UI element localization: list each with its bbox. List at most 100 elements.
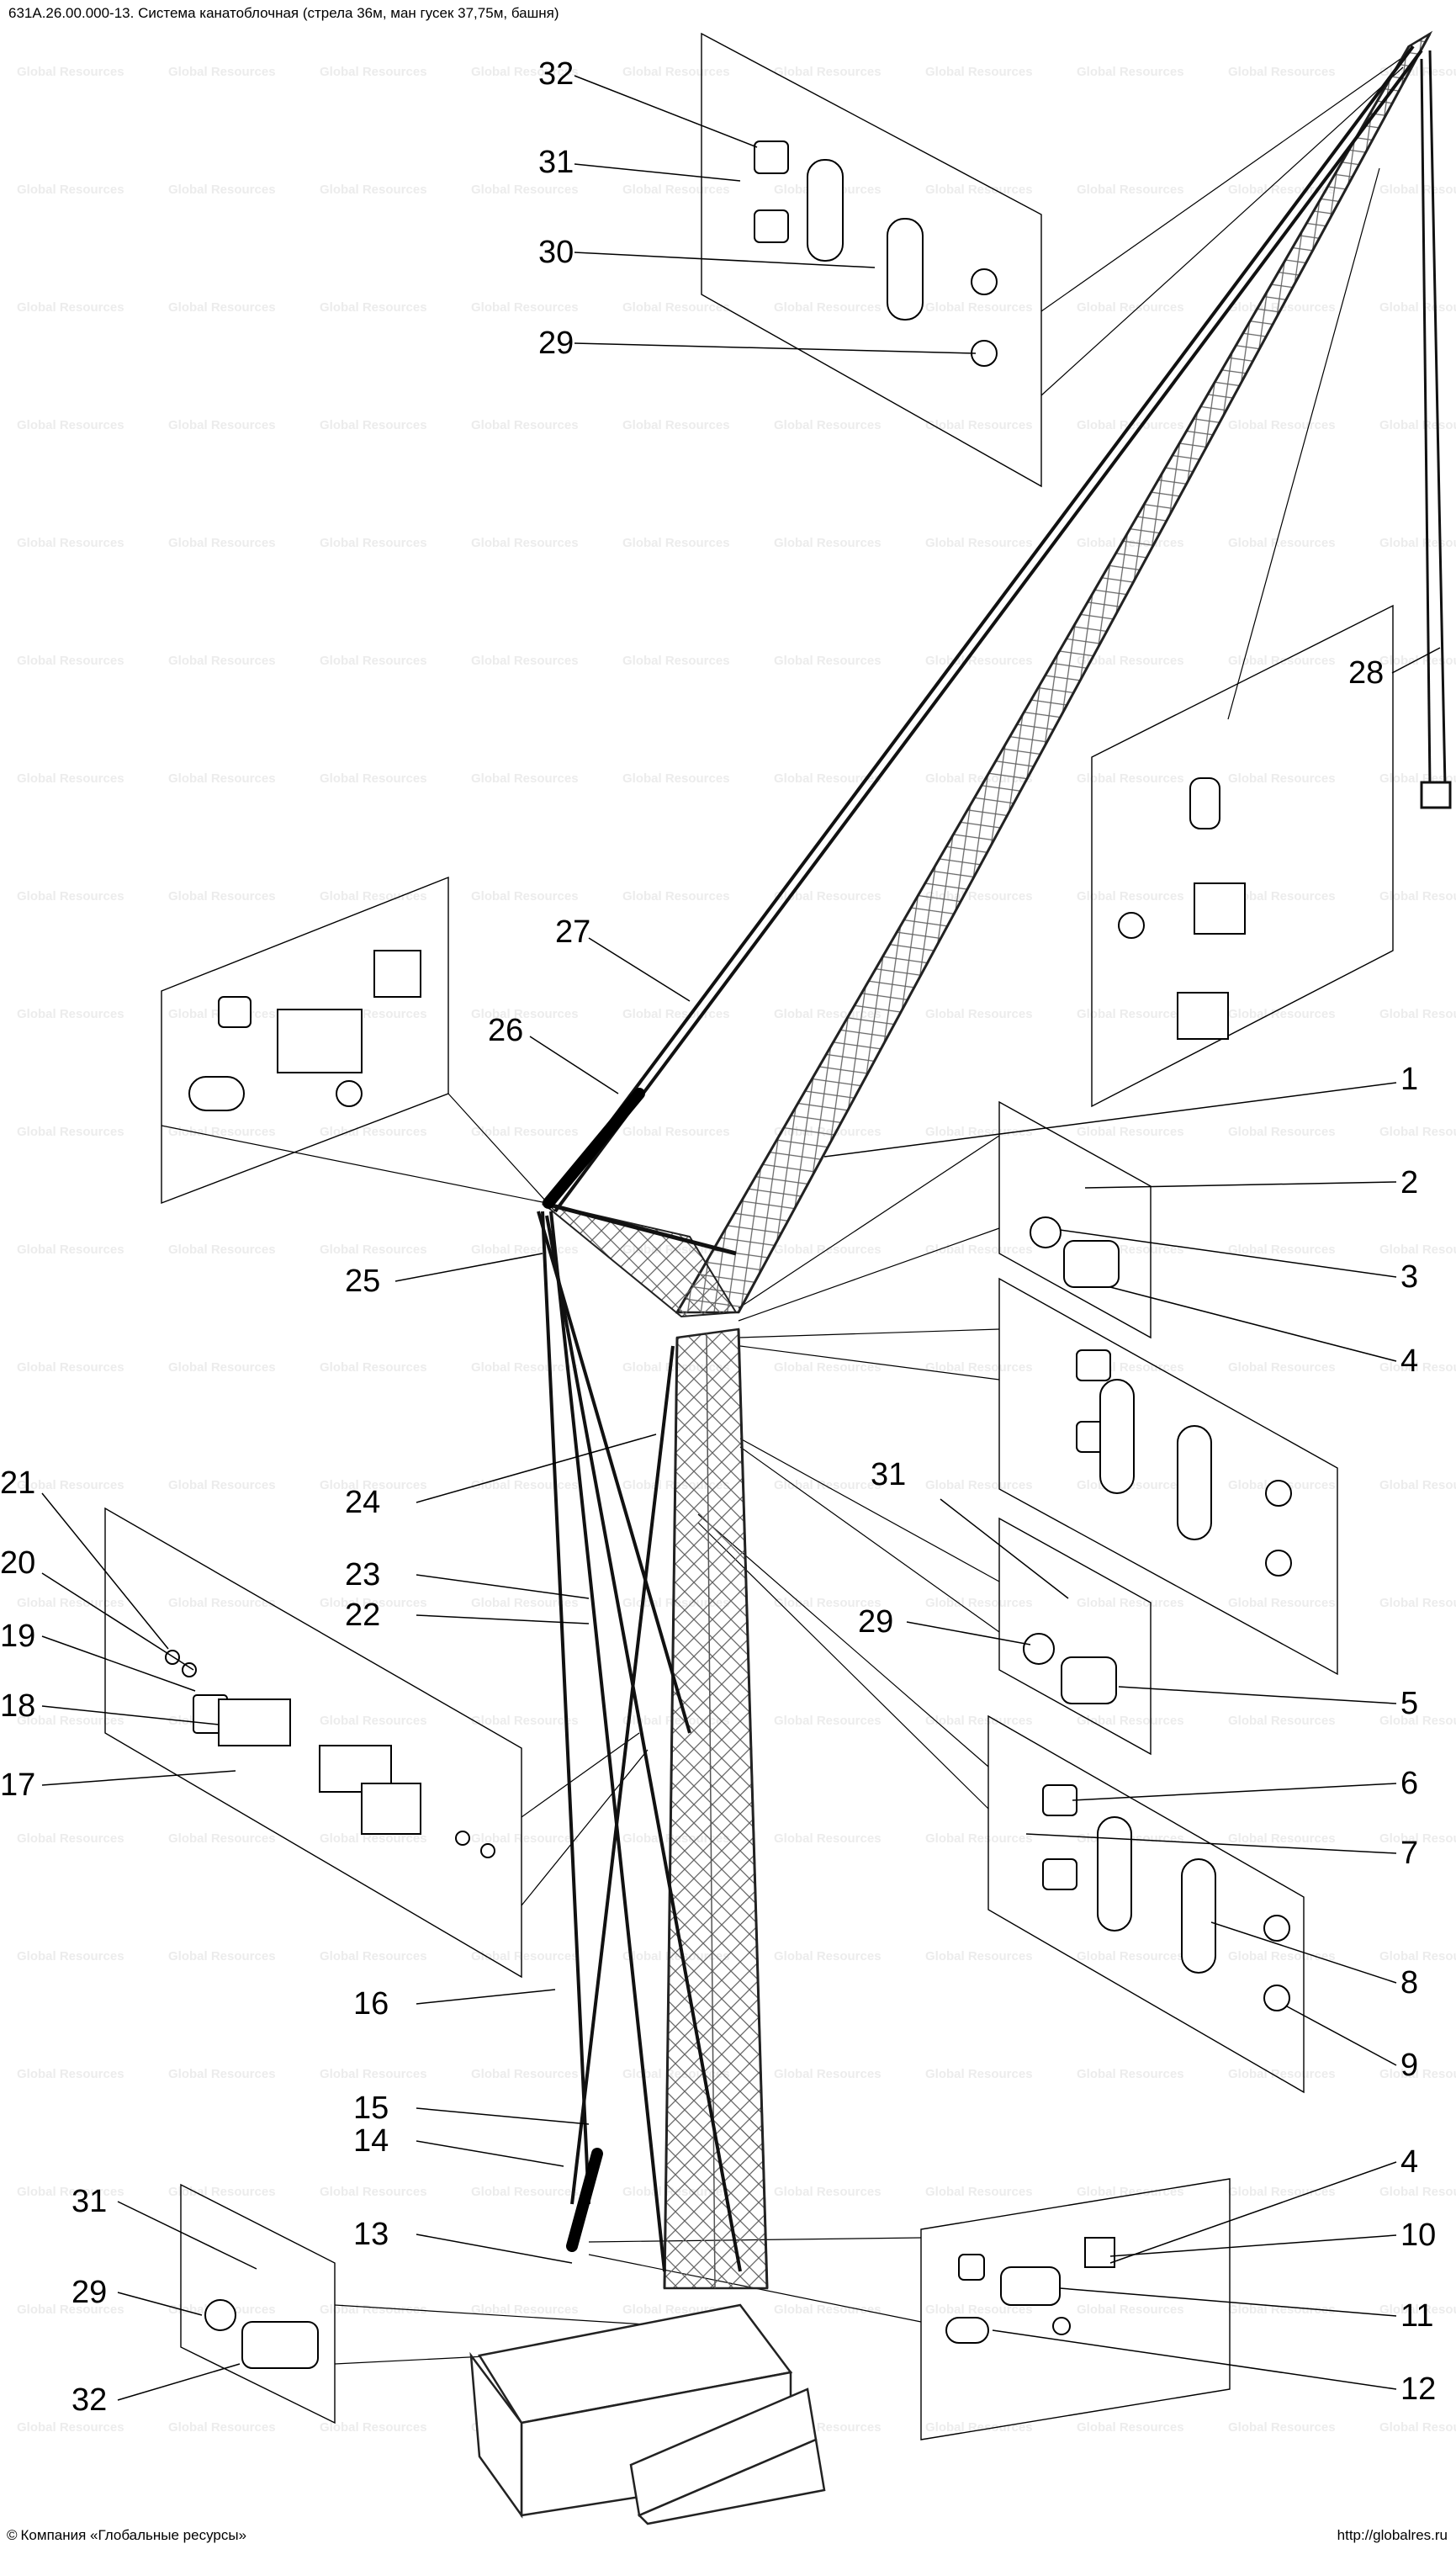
watermark-text: Global Resources (17, 1596, 124, 1610)
watermark-text: Global Resources (168, 1596, 276, 1610)
detail-panel-6-9 (987, 1714, 1305, 2094)
watermark-text: Global Resources (1077, 889, 1184, 904)
watermark-text: Global Resources (774, 1831, 882, 1846)
watermark-text: Global Resources (471, 889, 579, 904)
watermark-text: Global Resources (17, 1478, 124, 1492)
watermark-text: Global Resources (1379, 889, 1456, 904)
callout-31: 31 (871, 1457, 906, 1492)
watermark-text: Global Resources (1379, 2420, 1456, 2435)
watermark-text: Global Resources (471, 183, 579, 197)
watermark-text: Global Resources (168, 1949, 276, 1963)
watermark-text: Global Resources (1077, 183, 1184, 197)
watermark-text: Global Resources (471, 1831, 579, 1846)
watermark-text: Global Resources (622, 1007, 730, 1021)
watermark-text: Global Resources (471, 1949, 579, 1963)
watermark-text: Global Resources (1379, 1714, 1456, 1728)
watermark-text: Global Resources (1228, 2067, 1336, 2081)
watermark-text: Global Resources (925, 1243, 1033, 1257)
watermark-text: Global Resources (1077, 65, 1184, 79)
callout-29: 29 (858, 1604, 893, 1640)
watermark-text: Global Resources (925, 1007, 1033, 1021)
watermark-text: Global Resources (168, 2185, 276, 2199)
watermark-text: Global Resources (1077, 1596, 1184, 1610)
watermark-text: Global Resources (320, 183, 427, 197)
watermark-text: Global Resources (168, 1831, 276, 1846)
watermark-text: Global Resources (17, 1831, 124, 1846)
watermark-text: Global Resources (17, 2303, 124, 2317)
watermark-text: Global Resources (925, 2067, 1033, 2081)
watermark-text: Global Resources (168, 1478, 276, 1492)
watermark-text: Global Resources (17, 183, 124, 197)
callout-2: 2 (1400, 1165, 1418, 1200)
watermark-text: Global Resources (1077, 2420, 1184, 2435)
watermark-text: Global Resources (17, 889, 124, 904)
watermark-text: Global Resources (774, 654, 882, 668)
watermark-text: Global Resources (1228, 1243, 1336, 1257)
watermark-text: Global Resources (1379, 1125, 1456, 1139)
watermark-text: Global Resources (1228, 1831, 1336, 1846)
watermark-text: Global Resources (925, 65, 1033, 79)
watermark-text: Global Resources (1228, 2420, 1336, 2435)
watermark-text: Global Resources (471, 300, 579, 315)
watermark-text: Global Resources (471, 1125, 579, 1139)
watermark-text: Global Resources (17, 536, 124, 550)
crane-tower (663, 1327, 769, 2290)
callout-8: 8 (1400, 1965, 1418, 2001)
watermark-text: Global Resources (1379, 300, 1456, 315)
watermark-text: Global Resources (1379, 2185, 1456, 2199)
watermark-text: Global Resources (320, 300, 427, 315)
crane-strut (542, 1200, 738, 1318)
watermark-text: Global Resources (1379, 654, 1456, 668)
watermark-text: Global Resources (471, 2185, 579, 2199)
watermark-text: Global Resources (168, 418, 276, 432)
watermark-text: Global Resources (1379, 2303, 1456, 2317)
watermark-text: Global Resources (774, 1478, 882, 1492)
footer-company: ©Компания «Глобальные ресурсы» (7, 2527, 247, 2543)
watermark-text: Global Resources (774, 65, 882, 79)
callout-23: 23 (345, 1557, 380, 1592)
watermark-text: Global Resources (471, 2303, 579, 2317)
callout-26: 26 (488, 1013, 523, 1048)
watermark-text: Global Resources (925, 1949, 1033, 1963)
detail-panel-jib-head (1091, 604, 1394, 1108)
watermark-text: Global Resources (1077, 1949, 1184, 1963)
watermark-text: Global Resources (168, 2420, 276, 2435)
watermark-text: Global Resources (925, 1478, 1033, 1492)
watermark-text: Global Resources (774, 1360, 882, 1375)
watermark-text: Global Resources (320, 1596, 427, 1610)
watermark-text: Global Resources (168, 183, 276, 197)
copyright-icon: © (7, 2527, 18, 2543)
detail-parts (165, 140, 1292, 2369)
watermark-text: Global Resources (320, 2067, 427, 2081)
watermark-text: Global Resources (622, 1125, 730, 1139)
watermark-text: Global Resources (1228, 1125, 1336, 1139)
watermark-text: Global Resources (17, 1949, 124, 1963)
callout-10: 10 (1400, 2218, 1436, 2253)
watermark-text: Global Resources (1228, 1949, 1336, 1963)
watermark-text: Global Resources (168, 1360, 276, 1375)
watermark-text: Global Resources (1379, 418, 1456, 432)
watermark-text: Global Resources (320, 889, 427, 904)
callout-4: 4 (1400, 2144, 1418, 2180)
watermark-text: Global Resources (320, 654, 427, 668)
watermark-text: Global Resources (1228, 654, 1336, 668)
watermark-text: Global Resources (1228, 889, 1336, 904)
watermark-text: Global Resources (17, 1714, 124, 1728)
watermark-text: Global Resources (622, 654, 730, 668)
watermark-text: Global Resources (774, 536, 882, 550)
watermark-text: Global Resources (17, 2420, 124, 2435)
footer-url[interactable]: http://globalres.ru (1337, 2527, 1448, 2543)
watermark-text: Global Resources (1379, 536, 1456, 550)
watermark-text: Global Resources (925, 1125, 1033, 1139)
watermark-text: Global Resources (925, 2303, 1033, 2317)
crane-boom (675, 30, 1433, 1314)
watermark-text: Global Resources (320, 1360, 427, 1375)
watermark-text: Global Resources (774, 771, 882, 786)
watermark-text: Global Resources (168, 2067, 276, 2081)
watermark-text: Global Resources (925, 536, 1033, 550)
watermark-text: Global Resources (471, 1714, 579, 1728)
watermark-text: Global Resources (471, 536, 579, 550)
callout-32: 32 (538, 56, 574, 92)
watermark-text: Global Resources (774, 300, 882, 315)
pendant-ropes (537, 45, 1423, 2272)
